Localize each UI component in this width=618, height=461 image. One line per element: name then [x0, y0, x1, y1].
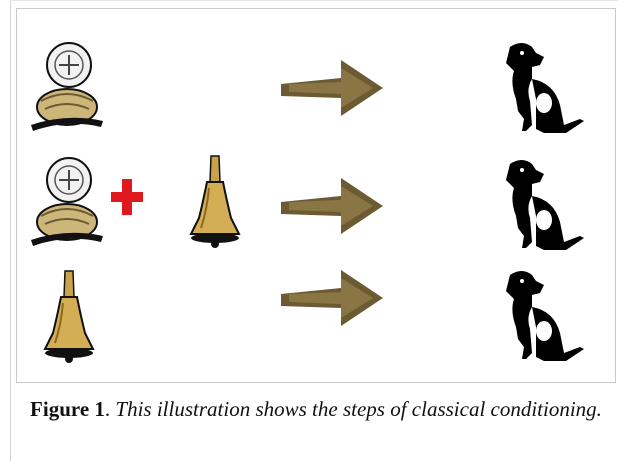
conditioning-row-2 — [17, 144, 617, 254]
bell-icon — [39, 269, 99, 369]
figure-caption-text: This illustration shows the steps of cla… — [115, 397, 602, 421]
dog-icon — [492, 39, 592, 139]
figure-label: Figure 1 — [30, 397, 105, 421]
dog-icon — [492, 267, 592, 367]
arrow-right-icon — [279, 54, 389, 124]
figure-caption: Figure 1. This illustration shows the st… — [16, 395, 616, 423]
figure-label-separator: . — [104, 397, 116, 421]
conditioning-row-3 — [17, 259, 617, 369]
dog-icon — [492, 156, 592, 256]
figure-panel — [16, 8, 616, 383]
arrow-right-icon — [279, 172, 389, 242]
arrow-right-icon — [279, 264, 389, 334]
page-top-rule — [10, 0, 618, 1]
food-bowl-icon — [27, 152, 107, 252]
conditioning-row-1 — [17, 29, 617, 139]
plus-icon — [109, 177, 145, 217]
page-left-rule — [10, 0, 11, 461]
food-bowl-icon — [27, 37, 107, 137]
bell-icon — [185, 154, 245, 254]
